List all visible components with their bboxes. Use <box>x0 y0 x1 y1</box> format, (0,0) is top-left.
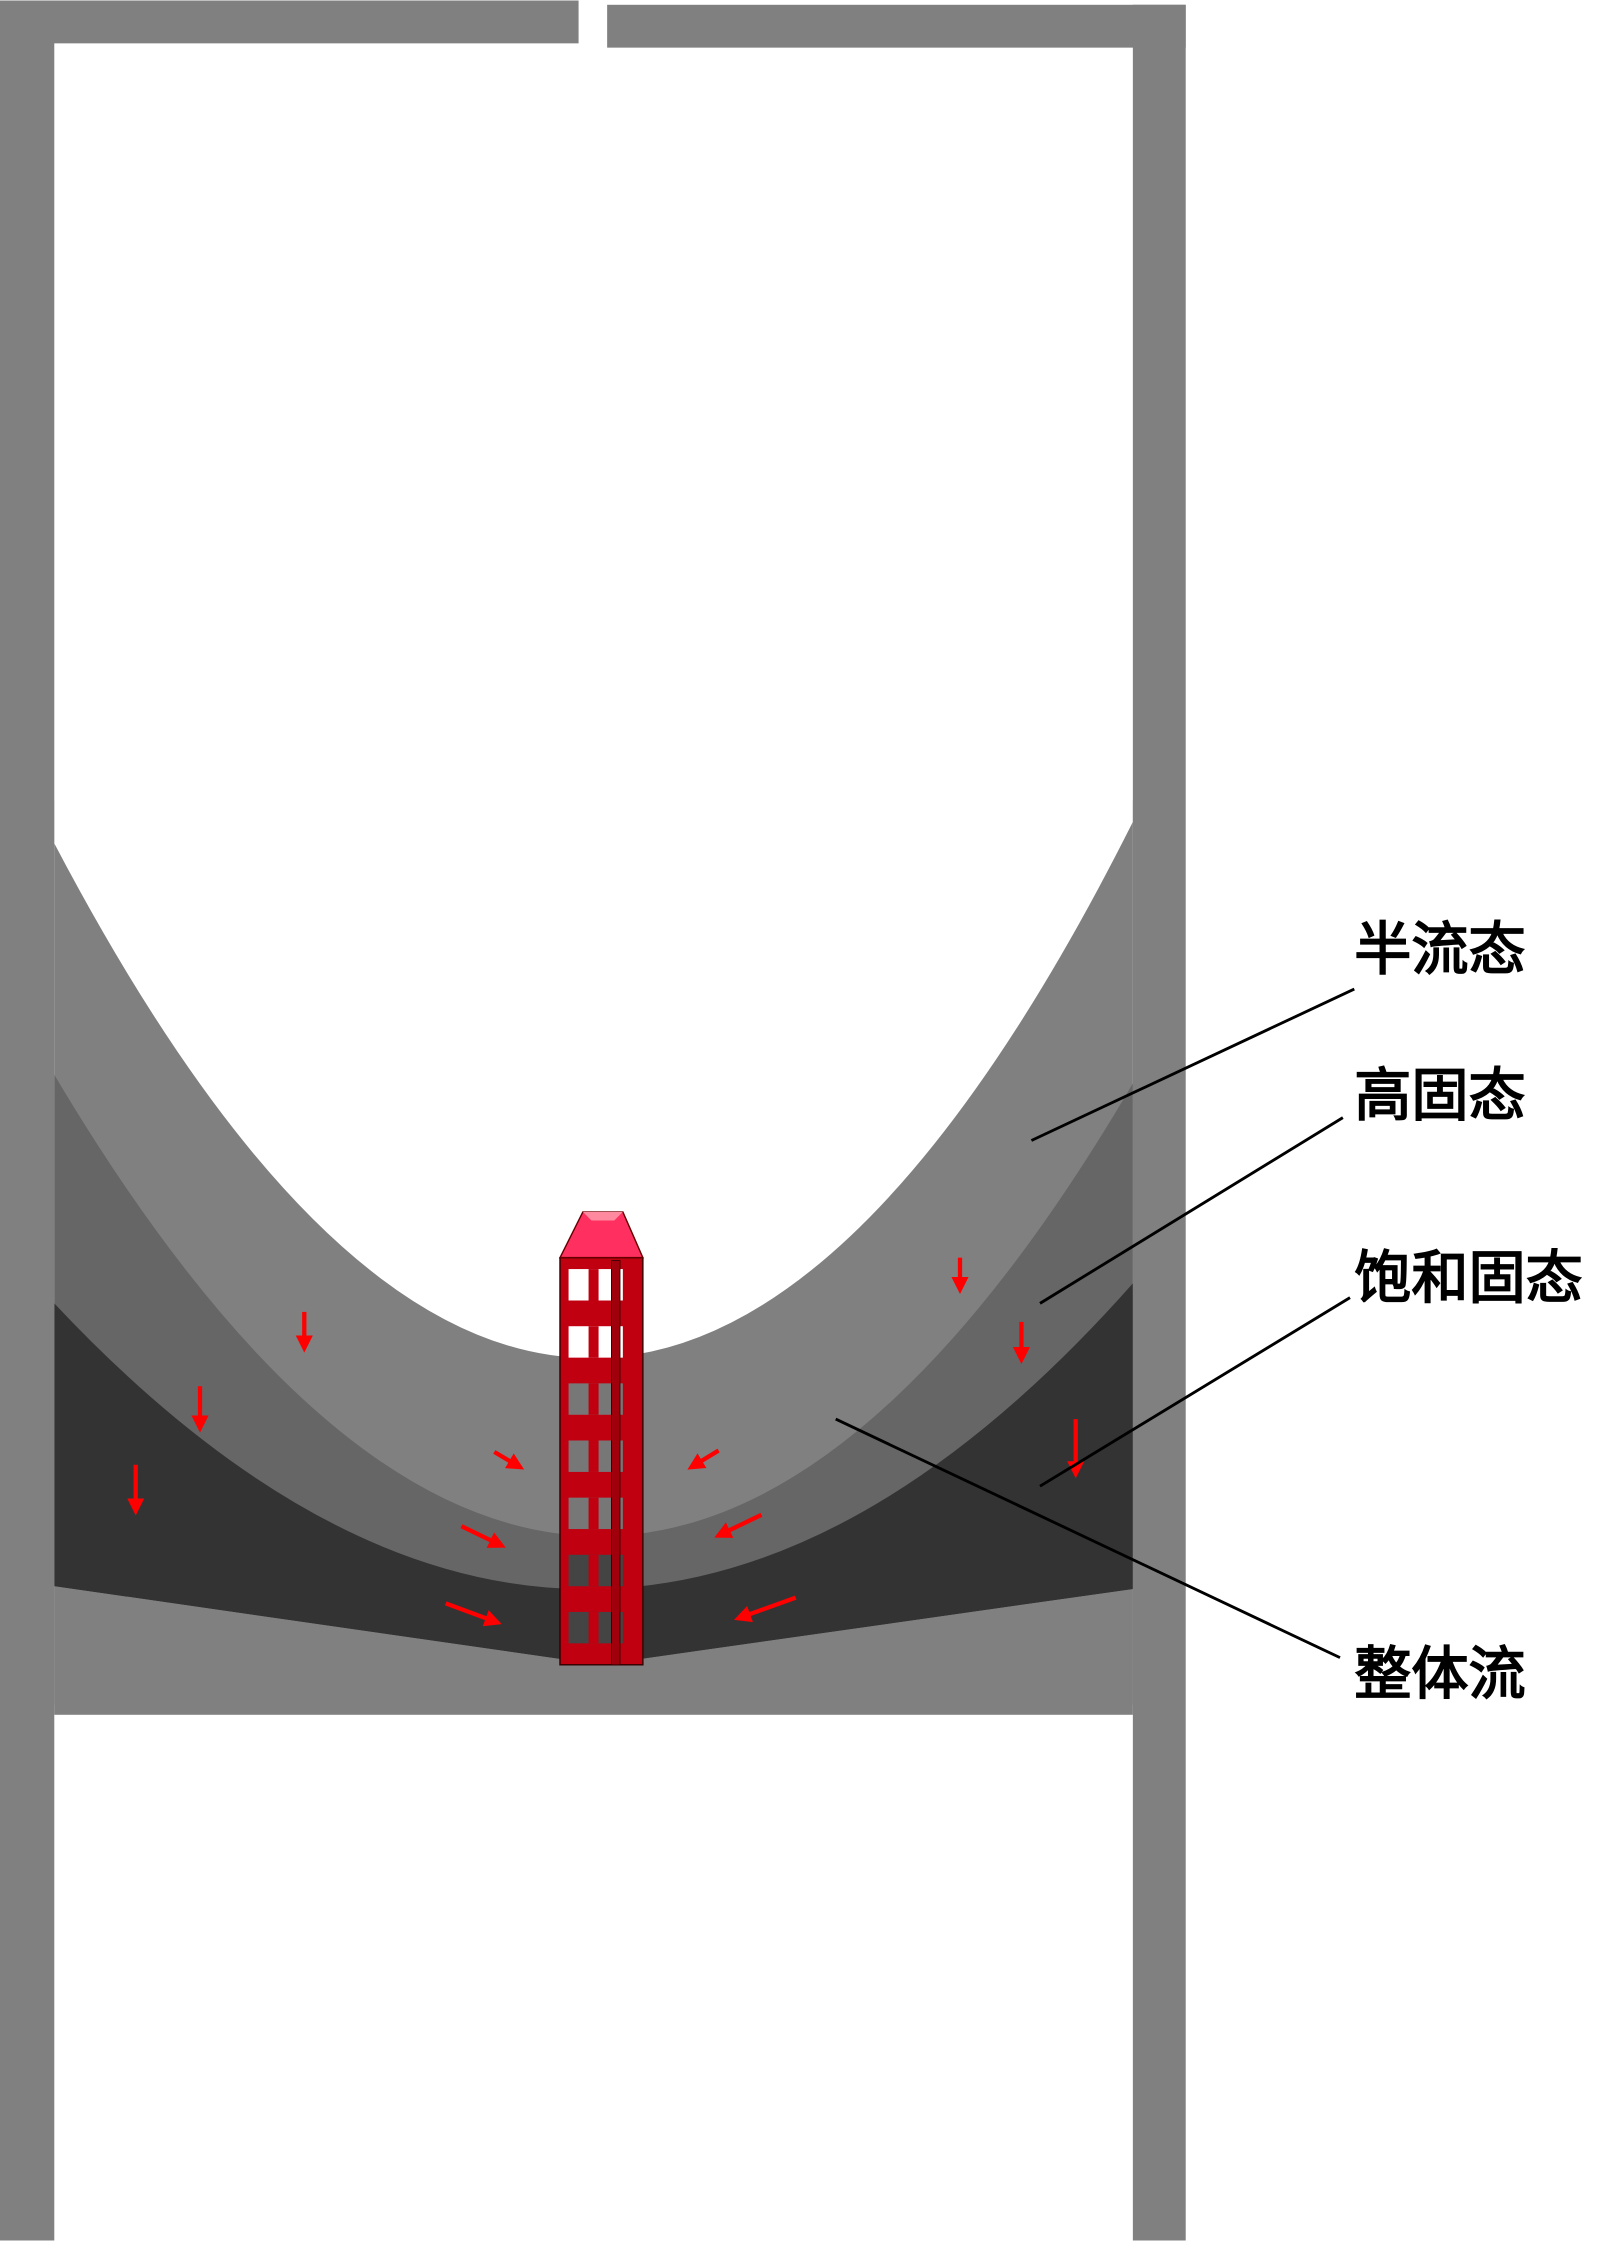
tower-bar <box>588 1497 599 1530</box>
tower-bar <box>588 1326 599 1358</box>
flow-arrow-icon <box>687 1448 720 1470</box>
tower-rod <box>611 1260 621 1666</box>
flow-arrow-icon <box>444 1601 502 1627</box>
flow-arrow-icon <box>460 1524 506 1548</box>
empty-space <box>54 0 1133 1359</box>
leader-bulk-flow <box>835 1417 1341 1659</box>
draw-tower <box>558 1211 644 1666</box>
tower-bar <box>588 1440 599 1472</box>
label-saturated-solid: 饱和固态 <box>1354 1246 1583 1312</box>
flow-arrow-icon <box>714 1512 763 1538</box>
label-semi-fluid: 半流态 <box>1354 917 1525 983</box>
flow-arrows <box>127 1257 1085 1627</box>
leader-semi-fluid <box>1030 987 1355 1142</box>
tower-bar <box>588 1383 599 1415</box>
top-wall-right <box>607 4 1186 48</box>
top-wall-left <box>0 0 579 44</box>
leader-saturated-solid <box>1039 1296 1351 1488</box>
label-bulk-flow: 整体流 <box>1354 1641 1525 1707</box>
label-high-solid: 高固态 <box>1354 1063 1525 1129</box>
leader-high-solid <box>1039 1116 1344 1305</box>
tower-bar <box>588 1611 599 1644</box>
tower-bar <box>588 1269 599 1301</box>
tower-bar <box>588 1554 599 1587</box>
flow-arrow-icon <box>493 1450 525 1470</box>
saturated-solid-layer <box>54 1283 1133 1665</box>
bottom-plate <box>54 1586 1133 1705</box>
flow-arrow-icon <box>733 1595 797 1623</box>
right-wall <box>1132 4 1186 2241</box>
left-wall <box>0 0 55 2241</box>
